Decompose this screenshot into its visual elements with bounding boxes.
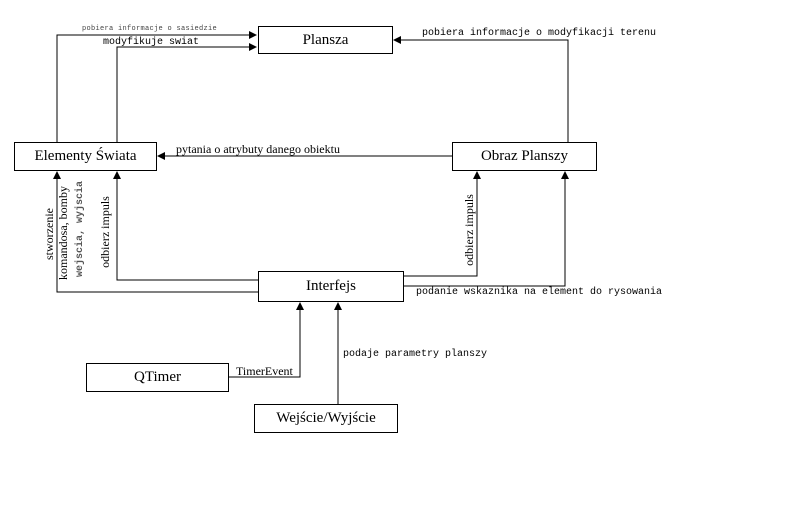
label-wejscia: wejscia, wyjscia	[75, 180, 86, 277]
label-pobiera-modyfikacji: pobiera informacje o modyfikacji terenu	[422, 28, 657, 39]
label-odbierz-left: odbierz impuls	[98, 196, 112, 268]
edge-odbierz-left	[113, 171, 258, 281]
label-modyfikuje-swiat: modyfikuje swiat	[103, 37, 200, 48]
node-obraz-planszy[interactable]: Obraz Planszy	[452, 142, 597, 171]
node-elementy-swiata[interactable]: Elementy Świata	[14, 142, 157, 171]
label-pobiera-sasiedzie: pobiera informacje o sasiedzie	[82, 25, 218, 33]
edge-timer-event	[229, 302, 304, 378]
edge-pobiera-sasiedzie	[56, 31, 257, 142]
label-odbierz-right: odbierz impuls	[462, 194, 476, 266]
edge-pobiera-modyfikacji	[393, 36, 569, 142]
edge-odbierz-right	[404, 171, 481, 277]
label-stworzenie: stworzenie	[42, 208, 56, 260]
node-wejscie-wyjscie[interactable]: Wejście/Wyjście	[254, 404, 398, 433]
node-qtimer[interactable]: QTimer	[86, 363, 229, 392]
label-pytania: pytania o atrybuty danego obiektu	[176, 142, 340, 156]
edge-podanie	[404, 171, 569, 287]
node-plansza[interactable]: Plansza	[258, 26, 393, 54]
label-podaje: podaje parametry planszy	[343, 349, 488, 360]
label-komandosa: komandosa, bomby	[56, 186, 70, 280]
edge-modyfikuje-swiat	[116, 43, 257, 142]
node-interfejs[interactable]: Interfejs	[258, 271, 404, 302]
label-podanie: podanie wskaznika na element do rysowani…	[416, 287, 663, 298]
edge-stworzenie	[53, 171, 258, 293]
label-timer-event: TimerEvent	[236, 364, 293, 378]
